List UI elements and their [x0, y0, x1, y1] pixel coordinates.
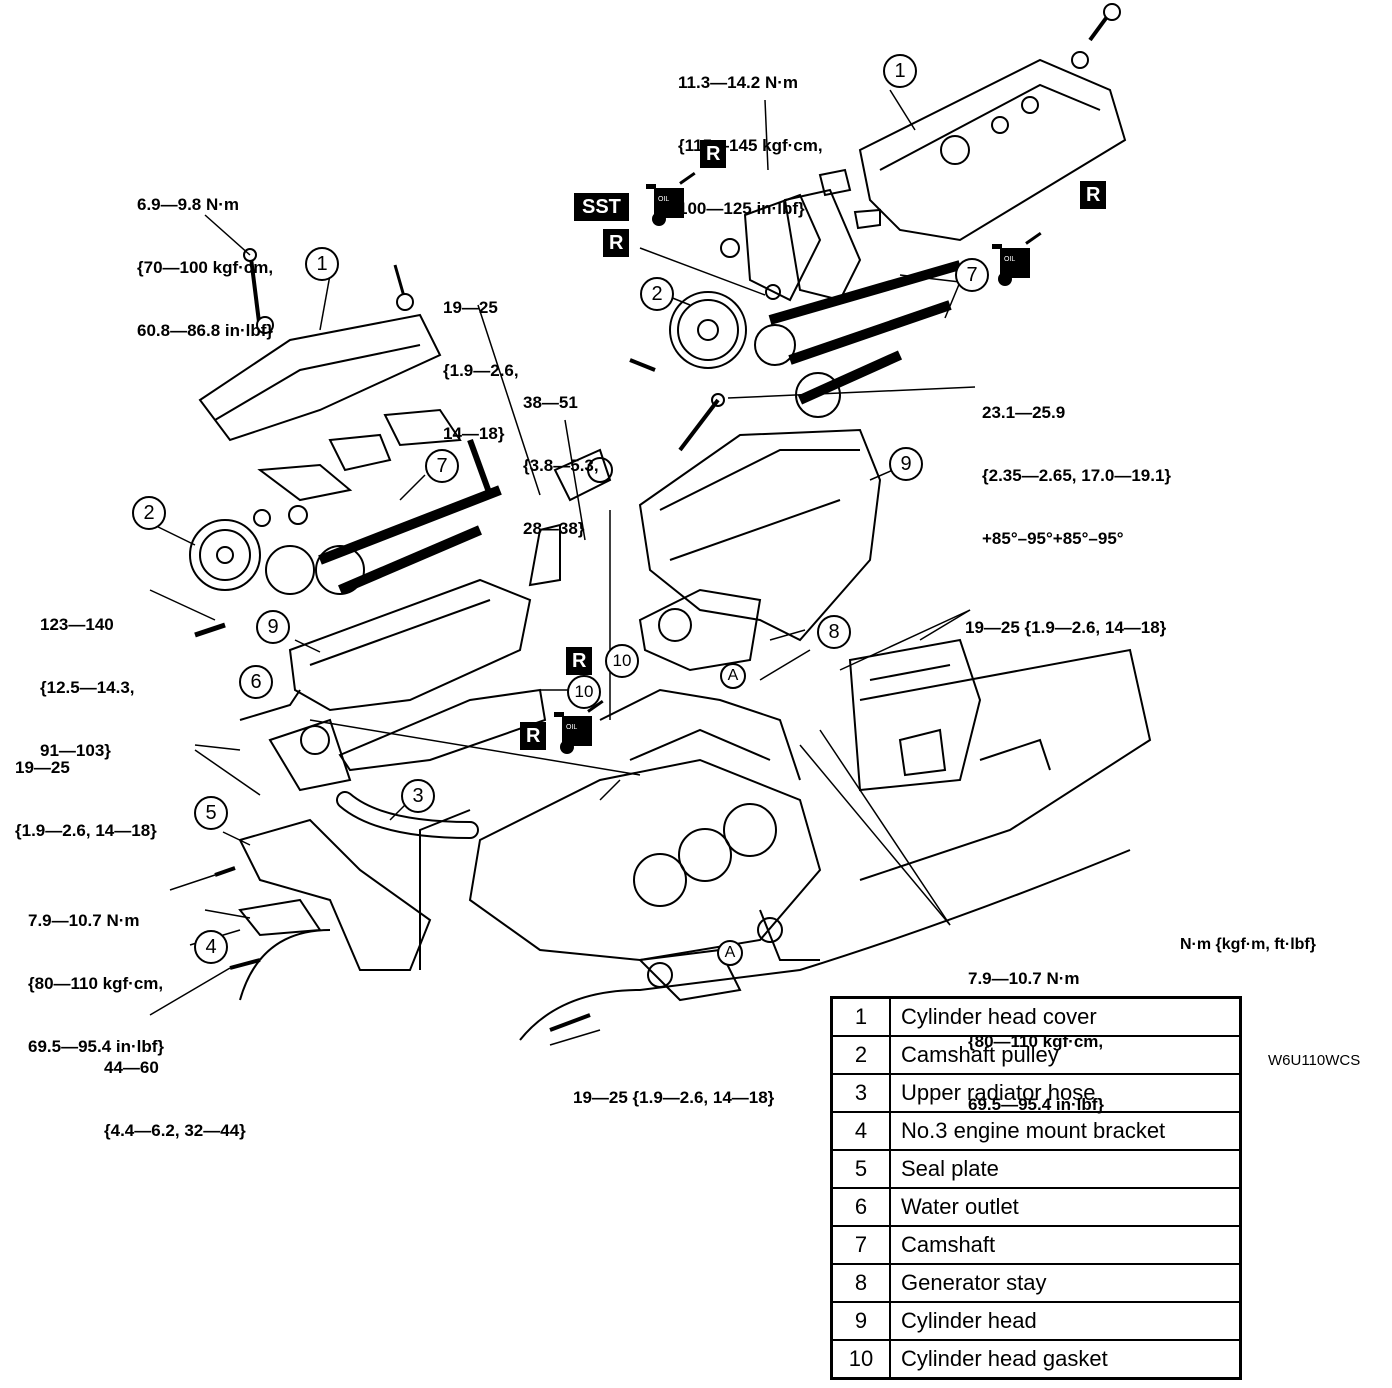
part-name: Camshaft	[889, 1225, 1242, 1265]
torque-line: {12.5—14.3,	[40, 678, 135, 697]
callout-7-left: 7	[425, 449, 459, 483]
torque-line: 23.1—25.9	[982, 403, 1066, 422]
part-number: 9	[830, 1301, 891, 1341]
oil-label: OIL	[658, 196, 670, 203]
part-number: 4	[830, 1111, 891, 1151]
torque-line: 69.5—95.4 in·lbf}	[28, 1037, 165, 1056]
oil-label: OIL	[566, 724, 578, 731]
part-name: Cylinder head cover	[889, 996, 1242, 1037]
part-number: 7	[830, 1225, 891, 1265]
part-name: Cylinder head	[889, 1301, 1242, 1341]
torque-line: {3.8—5.3,	[523, 456, 599, 475]
callout-8: 8	[817, 615, 851, 649]
torque-line: 19—25 {1.9—2.6, 14—18}	[573, 1088, 775, 1107]
part-number: 3	[830, 1073, 891, 1113]
torque-spec-123-140: 123—140 {12.5—14.3, 91—103}	[40, 572, 135, 782]
torque-line: 91—103}	[40, 741, 111, 760]
torque-spec-38-51: 38—51 {3.8—5.3, 28—38}	[523, 350, 599, 560]
sst-badge: SST	[574, 193, 629, 221]
part-name: Cylinder head gasket	[889, 1339, 1242, 1380]
torque-line: {2.35—2.65, 17.0—19.1}	[982, 466, 1172, 485]
part-number: 10	[830, 1339, 891, 1380]
torque-spec-19-25-left: 19—25 {1.9—2.6, 14—18}	[15, 715, 157, 862]
part-name: Upper radiator hose	[889, 1073, 1242, 1113]
torque-line: {1.9—2.6,	[443, 361, 519, 380]
torque-line: 123—140	[40, 615, 114, 634]
torque-line: 19—25	[443, 298, 498, 317]
callout-9-right: 9	[889, 447, 923, 481]
torque-line: 28—38}	[523, 519, 585, 538]
torque-line: 19—25 {1.9—2.6, 14—18}	[965, 618, 1167, 637]
part-name: Camshaft pulley	[889, 1035, 1242, 1075]
replace-badge: R	[603, 229, 630, 257]
torque-line: 60.8—86.8 in·lbf}	[137, 321, 274, 340]
part-number: 1	[830, 996, 891, 1037]
torque-line: {4.4—6.2, 32—44}	[104, 1121, 246, 1140]
torque-spec-top-left: 6.9—9.8 N·m {70—100 kgf·cm, 60.8—86.8 in…	[137, 152, 273, 362]
torque-line: 44—60	[104, 1058, 159, 1077]
torque-line: 11.3—14.2 N·m	[678, 73, 799, 92]
callout-4: 4	[194, 930, 228, 964]
part-name: Water outlet	[889, 1187, 1242, 1227]
torque-line: {70—100 kgf·cm,	[137, 258, 274, 277]
callout-2-left: 2	[132, 496, 166, 530]
part-number: 5	[830, 1149, 891, 1189]
part-name: Seal plate	[889, 1149, 1242, 1189]
oil-can-icon: OIL	[552, 699, 604, 756]
part-number: 2	[830, 1035, 891, 1075]
replace-badge: R	[1080, 181, 1107, 209]
torque-spec-cam-bolt: 23.1—25.9 {2.35—2.65, 17.0—19.1} +85°–95…	[982, 360, 1171, 570]
torque-line: 38—51	[523, 393, 578, 412]
torque-spec-19-25-a: 19—25 {1.9—2.6, 14—18}	[443, 255, 519, 465]
torque-line: +85°–95°+85°–95°	[982, 529, 1124, 548]
callout-2-right: 2	[640, 277, 674, 311]
torque-spec-19-25-bottom: 19—25 {1.9—2.6, 14—18}	[573, 1045, 774, 1129]
callout-9-left: 9	[256, 610, 290, 644]
torque-spec-top-center: 11.3—14.2 N·m {115—145 kgf·cm, 100—125 i…	[678, 30, 823, 240]
part-name: No.3 engine mount bracket	[889, 1111, 1242, 1151]
oil-can-icon: OIL	[644, 171, 696, 228]
callout-ref-a-lower: A	[717, 940, 743, 966]
oil-can-icon: OIL	[990, 231, 1042, 288]
torque-spec-44-60: 44—60 {4.4—6.2, 32—44}	[104, 1015, 246, 1162]
replace-badge: R	[700, 140, 727, 168]
callout-6: 6	[239, 665, 273, 699]
part-number: 6	[830, 1187, 891, 1227]
callout-7-right: 7	[955, 258, 989, 292]
figure-id: W6U110WCS	[1268, 1052, 1361, 1069]
oil-label: OIL	[1004, 256, 1016, 263]
torque-spec-7-9-left: 7.9—10.7 N·m {80—110 kgf·cm, 69.5—95.4 i…	[28, 868, 164, 1078]
torque-line: {1.9—2.6, 14—18}	[15, 821, 157, 840]
torque-line: 19—25	[15, 758, 70, 777]
replace-badge: R	[520, 722, 547, 750]
torque-line: {80—110 kgf·cm,	[28, 974, 164, 993]
torque-line: 14—18}	[443, 424, 505, 443]
callout-5: 5	[194, 796, 228, 830]
callout-3: 3	[401, 779, 435, 813]
torque-spec-19-25-right: 19—25 {1.9—2.6, 14—18}	[965, 575, 1166, 659]
units-note: N·m {kgf·m, ft·lbf}	[1180, 936, 1316, 953]
callout-1-left: 1	[305, 247, 339, 281]
torque-line: 7.9—10.7 N·m	[28, 911, 140, 930]
part-number: 8	[830, 1263, 891, 1303]
callout-10-right: 10	[605, 644, 639, 678]
torque-line: 7.9—10.7 N·m	[968, 969, 1080, 988]
callout-1-right: 1	[883, 54, 917, 88]
callout-ref-a-upper: A	[720, 663, 746, 689]
replace-badge: R	[566, 647, 593, 675]
torque-line: 100—125 in·lbf}	[678, 199, 805, 218]
part-name: Generator stay	[889, 1263, 1242, 1303]
torque-line: 6.9—9.8 N·m	[137, 195, 240, 214]
